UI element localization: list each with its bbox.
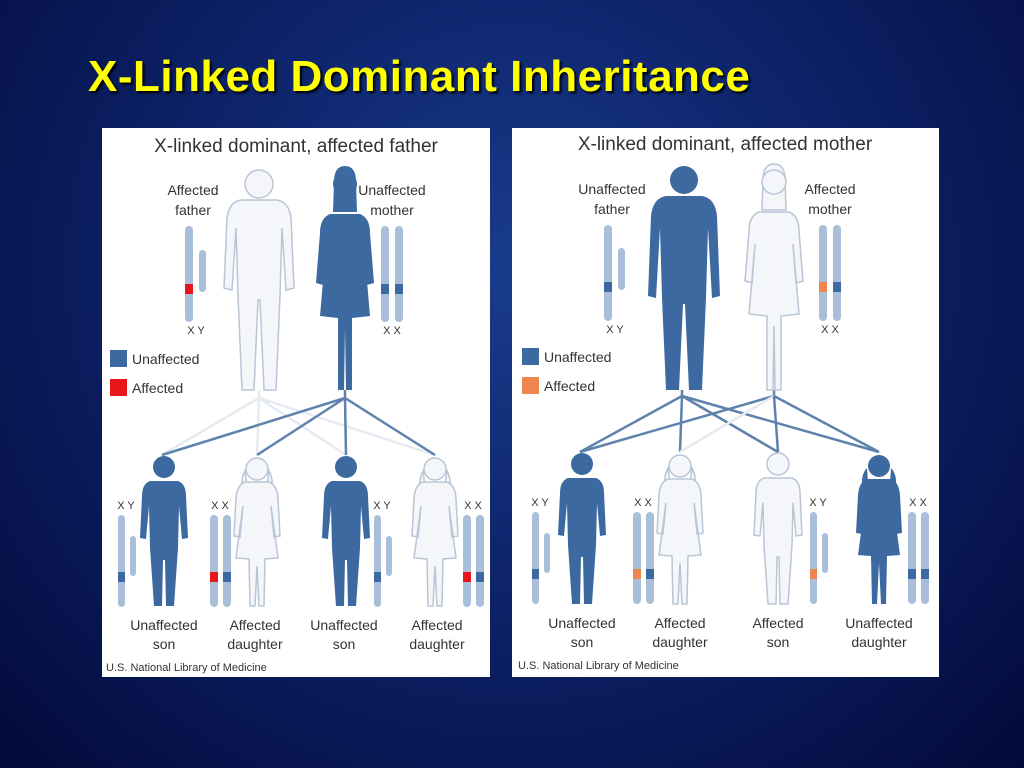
father-label-line1: Unaffected <box>578 181 645 197</box>
father-chromosome-label: X Y <box>606 324 624 336</box>
child1-label-line2: son <box>571 634 594 650</box>
legend-swatch-unaffected <box>522 348 539 365</box>
legend: Unaffected Affected <box>522 348 611 394</box>
child4-label-line2: daughter <box>851 634 907 650</box>
inheritance-lines <box>580 390 879 452</box>
son1-chromosome-label: X Y <box>117 500 135 512</box>
father-label-line2: father <box>175 202 211 218</box>
unaffected-mother-figure <box>316 166 374 390</box>
slide-title: X-Linked Dominant Inheritance <box>88 52 750 102</box>
credit-text: U.S. National Library of Medicine <box>518 660 679 672</box>
child-unaffected-son <box>558 453 606 604</box>
child-affected-daughter-2 <box>412 458 458 606</box>
legend-swatch-unaffected <box>110 350 127 367</box>
child2-label-line1: Affected <box>229 617 280 633</box>
mother-label-line1: Unaffected <box>358 182 425 198</box>
legend-label-unaffected: Unaffected <box>132 351 199 367</box>
child1-label-line1: Unaffected <box>548 615 615 631</box>
panel-heading: X-linked dominant, affected father <box>154 136 438 157</box>
son2-chromosomes: X Y <box>373 500 392 607</box>
mother-chromosome-label: X X <box>821 324 839 336</box>
child1-label-line2: son <box>153 636 176 652</box>
father-chromosomes: X Y <box>185 226 206 337</box>
child-affected-son <box>754 453 802 604</box>
child3-label-line1: Affected <box>752 615 803 631</box>
son1-chromosomes: X Y <box>117 500 136 607</box>
mother-chromosome-label: X X <box>383 325 401 337</box>
unaffected-father-figure <box>648 166 720 390</box>
daughter1-chromosome-label: X X <box>211 500 229 512</box>
affected-mother-figure <box>745 164 803 390</box>
son2-chromosomes: X Y <box>809 497 828 604</box>
daughter2-chromosome-label: X X <box>909 497 927 509</box>
son1-chromosome-label: X Y <box>531 497 549 509</box>
daughter2-chromosomes: X X <box>463 500 484 607</box>
child-affected-daughter-1 <box>234 458 280 606</box>
diagram-affected-mother: X-linked dominant, affected mother Unaff… <box>512 128 939 677</box>
child4-label-line1: Unaffected <box>845 615 912 631</box>
panel-heading: X-linked dominant, affected mother <box>578 134 873 155</box>
child2-label-line2: daughter <box>227 636 283 652</box>
child-unaffected-son-2 <box>322 456 370 606</box>
daughter2-chromosome-label: X X <box>464 500 482 512</box>
mother-label-line2: mother <box>808 201 852 217</box>
child2-label-line2: daughter <box>652 634 708 650</box>
legend-label-affected: Affected <box>544 378 595 394</box>
daughter1-chromosomes: X X <box>633 497 654 604</box>
father-label-line1: Affected <box>167 182 218 198</box>
legend-label-affected: Affected <box>132 380 183 396</box>
mother-chromosomes: X X <box>381 226 403 337</box>
mother-label-line1: Affected <box>804 181 855 197</box>
son2-chromosome-label: X Y <box>373 500 391 512</box>
daughter1-chromosomes: X X <box>210 500 231 607</box>
child4-label-line1: Affected <box>411 617 462 633</box>
legend: Unaffected Affected <box>110 350 199 396</box>
child-unaffected-daughter <box>856 455 902 604</box>
child3-label-line1: Unaffected <box>310 617 377 633</box>
mother-chromosomes: X X <box>819 225 841 336</box>
affected-father-figure <box>224 170 294 390</box>
mother-label-line2: mother <box>370 202 414 218</box>
child2-label-line1: Affected <box>654 615 705 631</box>
child-affected-daughter <box>657 455 703 604</box>
legend-label-unaffected: Unaffected <box>544 349 611 365</box>
credit-text: U.S. National Library of Medicine <box>106 662 267 674</box>
legend-swatch-affected <box>110 379 127 396</box>
child3-label-line2: son <box>333 636 356 652</box>
legend-swatch-affected <box>522 377 539 394</box>
child4-label-line2: daughter <box>409 636 465 652</box>
son1-chromosomes: X Y <box>531 497 550 604</box>
father-chromosomes: X Y <box>604 225 625 336</box>
father-chromosome-label: X Y <box>187 325 205 337</box>
father-label-line2: father <box>594 201 630 217</box>
son2-chromosome-label: X Y <box>809 497 827 509</box>
daughter1-chromosome-label: X X <box>634 497 652 509</box>
child-unaffected-son-1 <box>140 456 188 606</box>
daughter2-chromosomes: X X <box>908 497 929 604</box>
inheritance-lines <box>162 390 435 455</box>
child3-label-line2: son <box>767 634 790 650</box>
child1-label-line1: Unaffected <box>130 617 197 633</box>
diagram-affected-father: X-linked dominant, affected father Affec… <box>102 128 490 677</box>
